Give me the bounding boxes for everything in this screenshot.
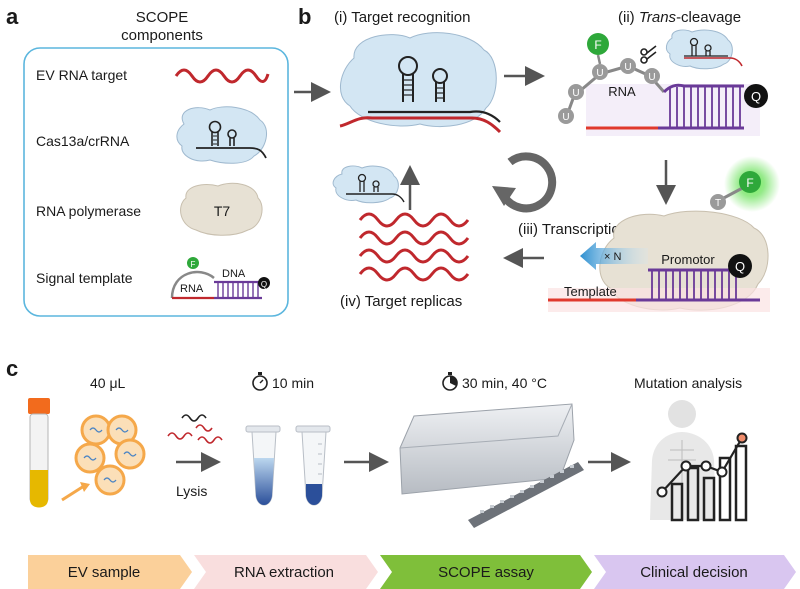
workflow-step-clinical-decision xyxy=(594,555,796,589)
transcription-complex: Q Promotor Template × N xyxy=(548,210,770,312)
panel-c-letter: c xyxy=(6,356,18,381)
panel-a-title-line1: SCOPE xyxy=(136,9,189,26)
panel-b-letter: b xyxy=(298,4,311,29)
scope-device xyxy=(399,403,584,528)
row-label-rna-polymerase: RNA polymerase xyxy=(36,203,141,219)
bead-f: F xyxy=(594,38,601,52)
t7-polymerase-icon: T7 xyxy=(180,182,263,236)
rna-fragments xyxy=(167,414,223,444)
row-label-cas13a: Cas13a/crRNA xyxy=(36,133,130,149)
trans-cleavage-complex: F U U U U U RNA xyxy=(558,29,768,136)
analysis-label: Mutation analysis xyxy=(634,375,742,391)
ev-particles xyxy=(61,414,146,502)
bead-u5: U xyxy=(562,112,569,123)
bead-u3: U xyxy=(648,72,655,83)
panel-a-letter: a xyxy=(6,4,19,29)
step3-label: (iii) Transcription xyxy=(518,221,628,238)
promotor-quencher: Q xyxy=(735,259,745,274)
multiplier-arrow xyxy=(580,242,648,270)
wavy-rna-icon xyxy=(174,68,270,84)
promotor-label: Promotor xyxy=(661,252,715,267)
row-label-ev-rna-target: EV RNA target xyxy=(36,67,127,83)
workflow-step-scope-assay xyxy=(380,555,592,589)
template-dna-label: DNA xyxy=(222,268,246,280)
workflow-bar: EV sample RNA extraction SCOPE assay Cli… xyxy=(28,555,796,589)
chart-points xyxy=(656,432,748,498)
step2-label: (ii) Trans-cleavage xyxy=(618,9,741,26)
bead-u4: U xyxy=(572,88,579,99)
workflow-step-ev-sample xyxy=(28,555,192,589)
template-rna-label: RNA xyxy=(180,283,204,295)
workflow-label-clinical-decision: Clinical decision xyxy=(640,564,748,581)
fluor-label: F xyxy=(191,260,196,269)
signal-template-icon: F Q RNA DNA xyxy=(170,257,270,300)
multiplier-label: × N xyxy=(604,251,621,263)
volume-label: 40 μL xyxy=(90,375,126,391)
step1-label: (i) Target recognition xyxy=(334,9,470,26)
quencher-icon xyxy=(258,277,270,289)
rna-label: RNA xyxy=(608,84,636,99)
cycle-icon xyxy=(492,152,557,213)
workflow-step-rna-extraction xyxy=(194,555,378,589)
human-body-icon xyxy=(650,400,716,520)
template-label: Template xyxy=(564,284,617,299)
quencher-label: Q xyxy=(261,280,267,289)
workflow-label-rna-extraction: RNA extraction xyxy=(234,564,334,581)
timer-icon-1 xyxy=(252,372,268,391)
t7-label: T7 xyxy=(214,203,231,219)
step4-label: (iv) Target replicas xyxy=(340,293,462,310)
time1-label: 10 min xyxy=(272,375,314,391)
workflow-label-ev-sample: EV sample xyxy=(68,564,141,581)
released-bead-f: F xyxy=(746,176,753,190)
small-cas13a-icon xyxy=(332,165,405,204)
mutation-bar-chart xyxy=(661,437,748,522)
lysis-label: Lysis xyxy=(176,483,207,499)
sample-tube xyxy=(28,398,50,508)
target-replicas-waves xyxy=(358,212,470,282)
workflow-label-scope-assay: SCOPE assay xyxy=(438,564,534,581)
bead-u2: U xyxy=(624,62,631,73)
target-recognition-complex xyxy=(339,32,502,134)
fluorophore-icon xyxy=(187,257,199,269)
panel-a-title-line2: components xyxy=(121,27,203,44)
timer-icon-2 xyxy=(442,372,458,391)
released-fluorophore: T F xyxy=(710,156,780,212)
cas13a-complex-icon xyxy=(176,106,268,164)
bead-u1: U xyxy=(596,68,603,79)
row-label-signal-template: Signal template xyxy=(36,270,133,286)
extraction-tubes xyxy=(245,425,331,506)
scissors-icon xyxy=(640,45,657,64)
quencher-q: Q xyxy=(751,89,761,104)
released-bead-t: T xyxy=(715,198,721,209)
time2-label: 30 min, 40 °C xyxy=(462,375,547,391)
